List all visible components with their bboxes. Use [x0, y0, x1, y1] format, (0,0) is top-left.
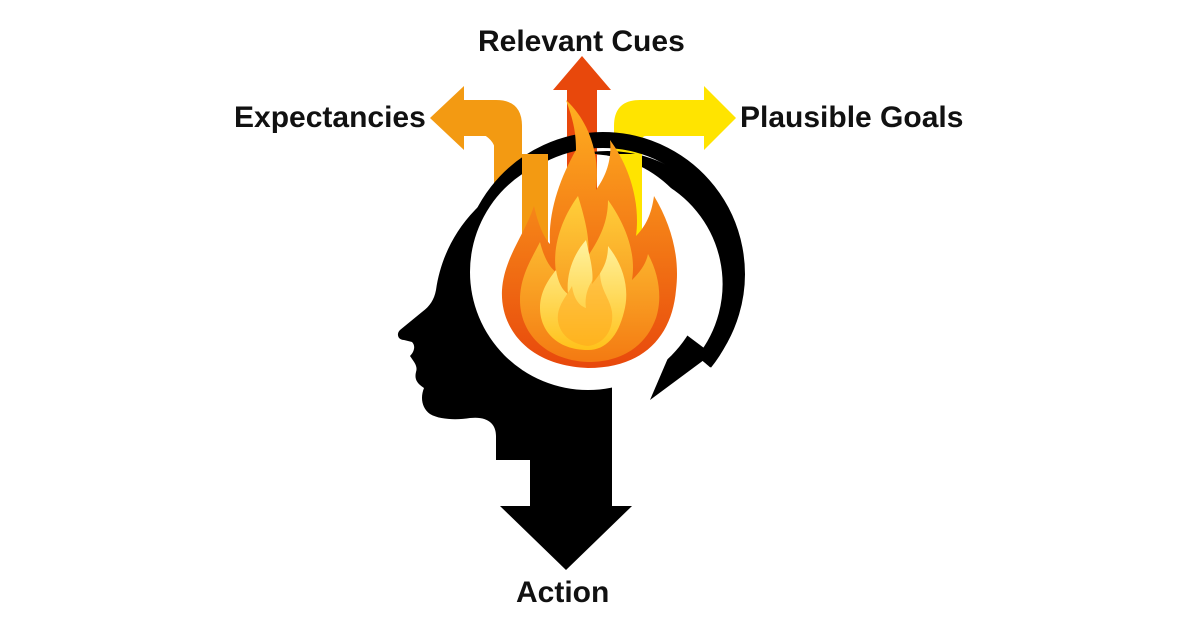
label-action: Action	[516, 576, 610, 609]
label-expectancies: Expectancies	[234, 101, 426, 134]
flame-icon	[501, 100, 678, 368]
label-plausible-goals: Plausible Goals	[740, 101, 964, 134]
label-relevant-cues: Relevant Cues	[478, 25, 685, 58]
